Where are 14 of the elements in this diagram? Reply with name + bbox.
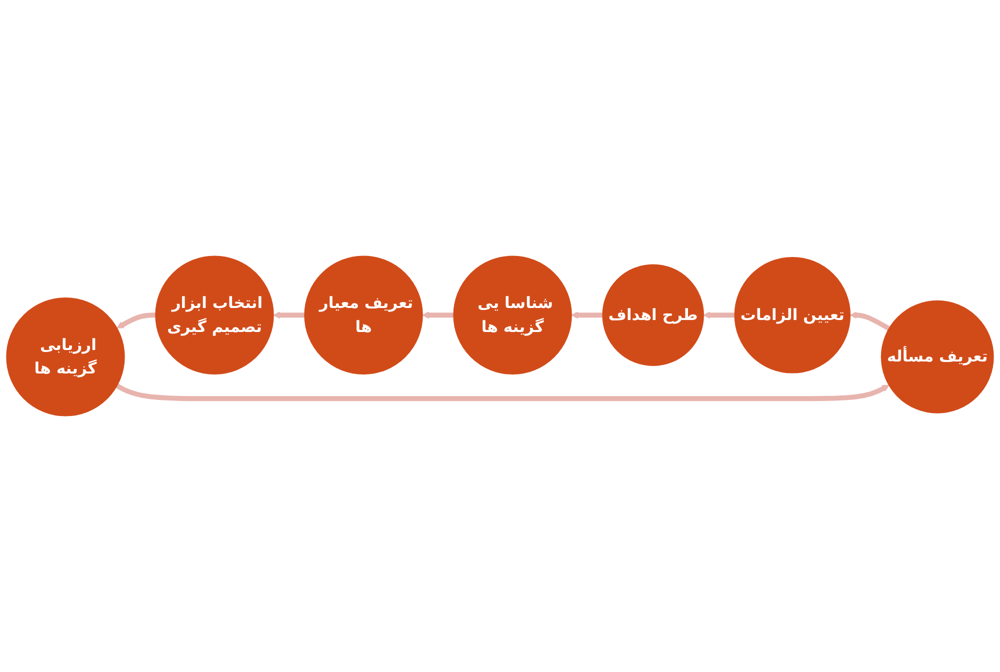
arrow	[703, 312, 735, 319]
step-circle: شناسا یی گزینه ها	[453, 256, 572, 374]
step-circle: تعریف معیار ها	[304, 256, 423, 374]
step-circle: تعیین الزامات	[734, 256, 851, 374]
step-circle: تعریف مسأله	[880, 300, 994, 414]
arrow	[850, 312, 890, 331]
arrow	[273, 312, 305, 319]
step-circle: ارزیابی گزینه ها	[6, 298, 125, 416]
arrow	[116, 384, 890, 402]
arrow	[571, 312, 603, 319]
arrow	[422, 312, 454, 319]
step-circle: طرح اهداف	[602, 264, 704, 366]
arrow	[116, 312, 156, 329]
step-circle: انتخاب ابزار تصمیم گیری	[155, 256, 274, 374]
